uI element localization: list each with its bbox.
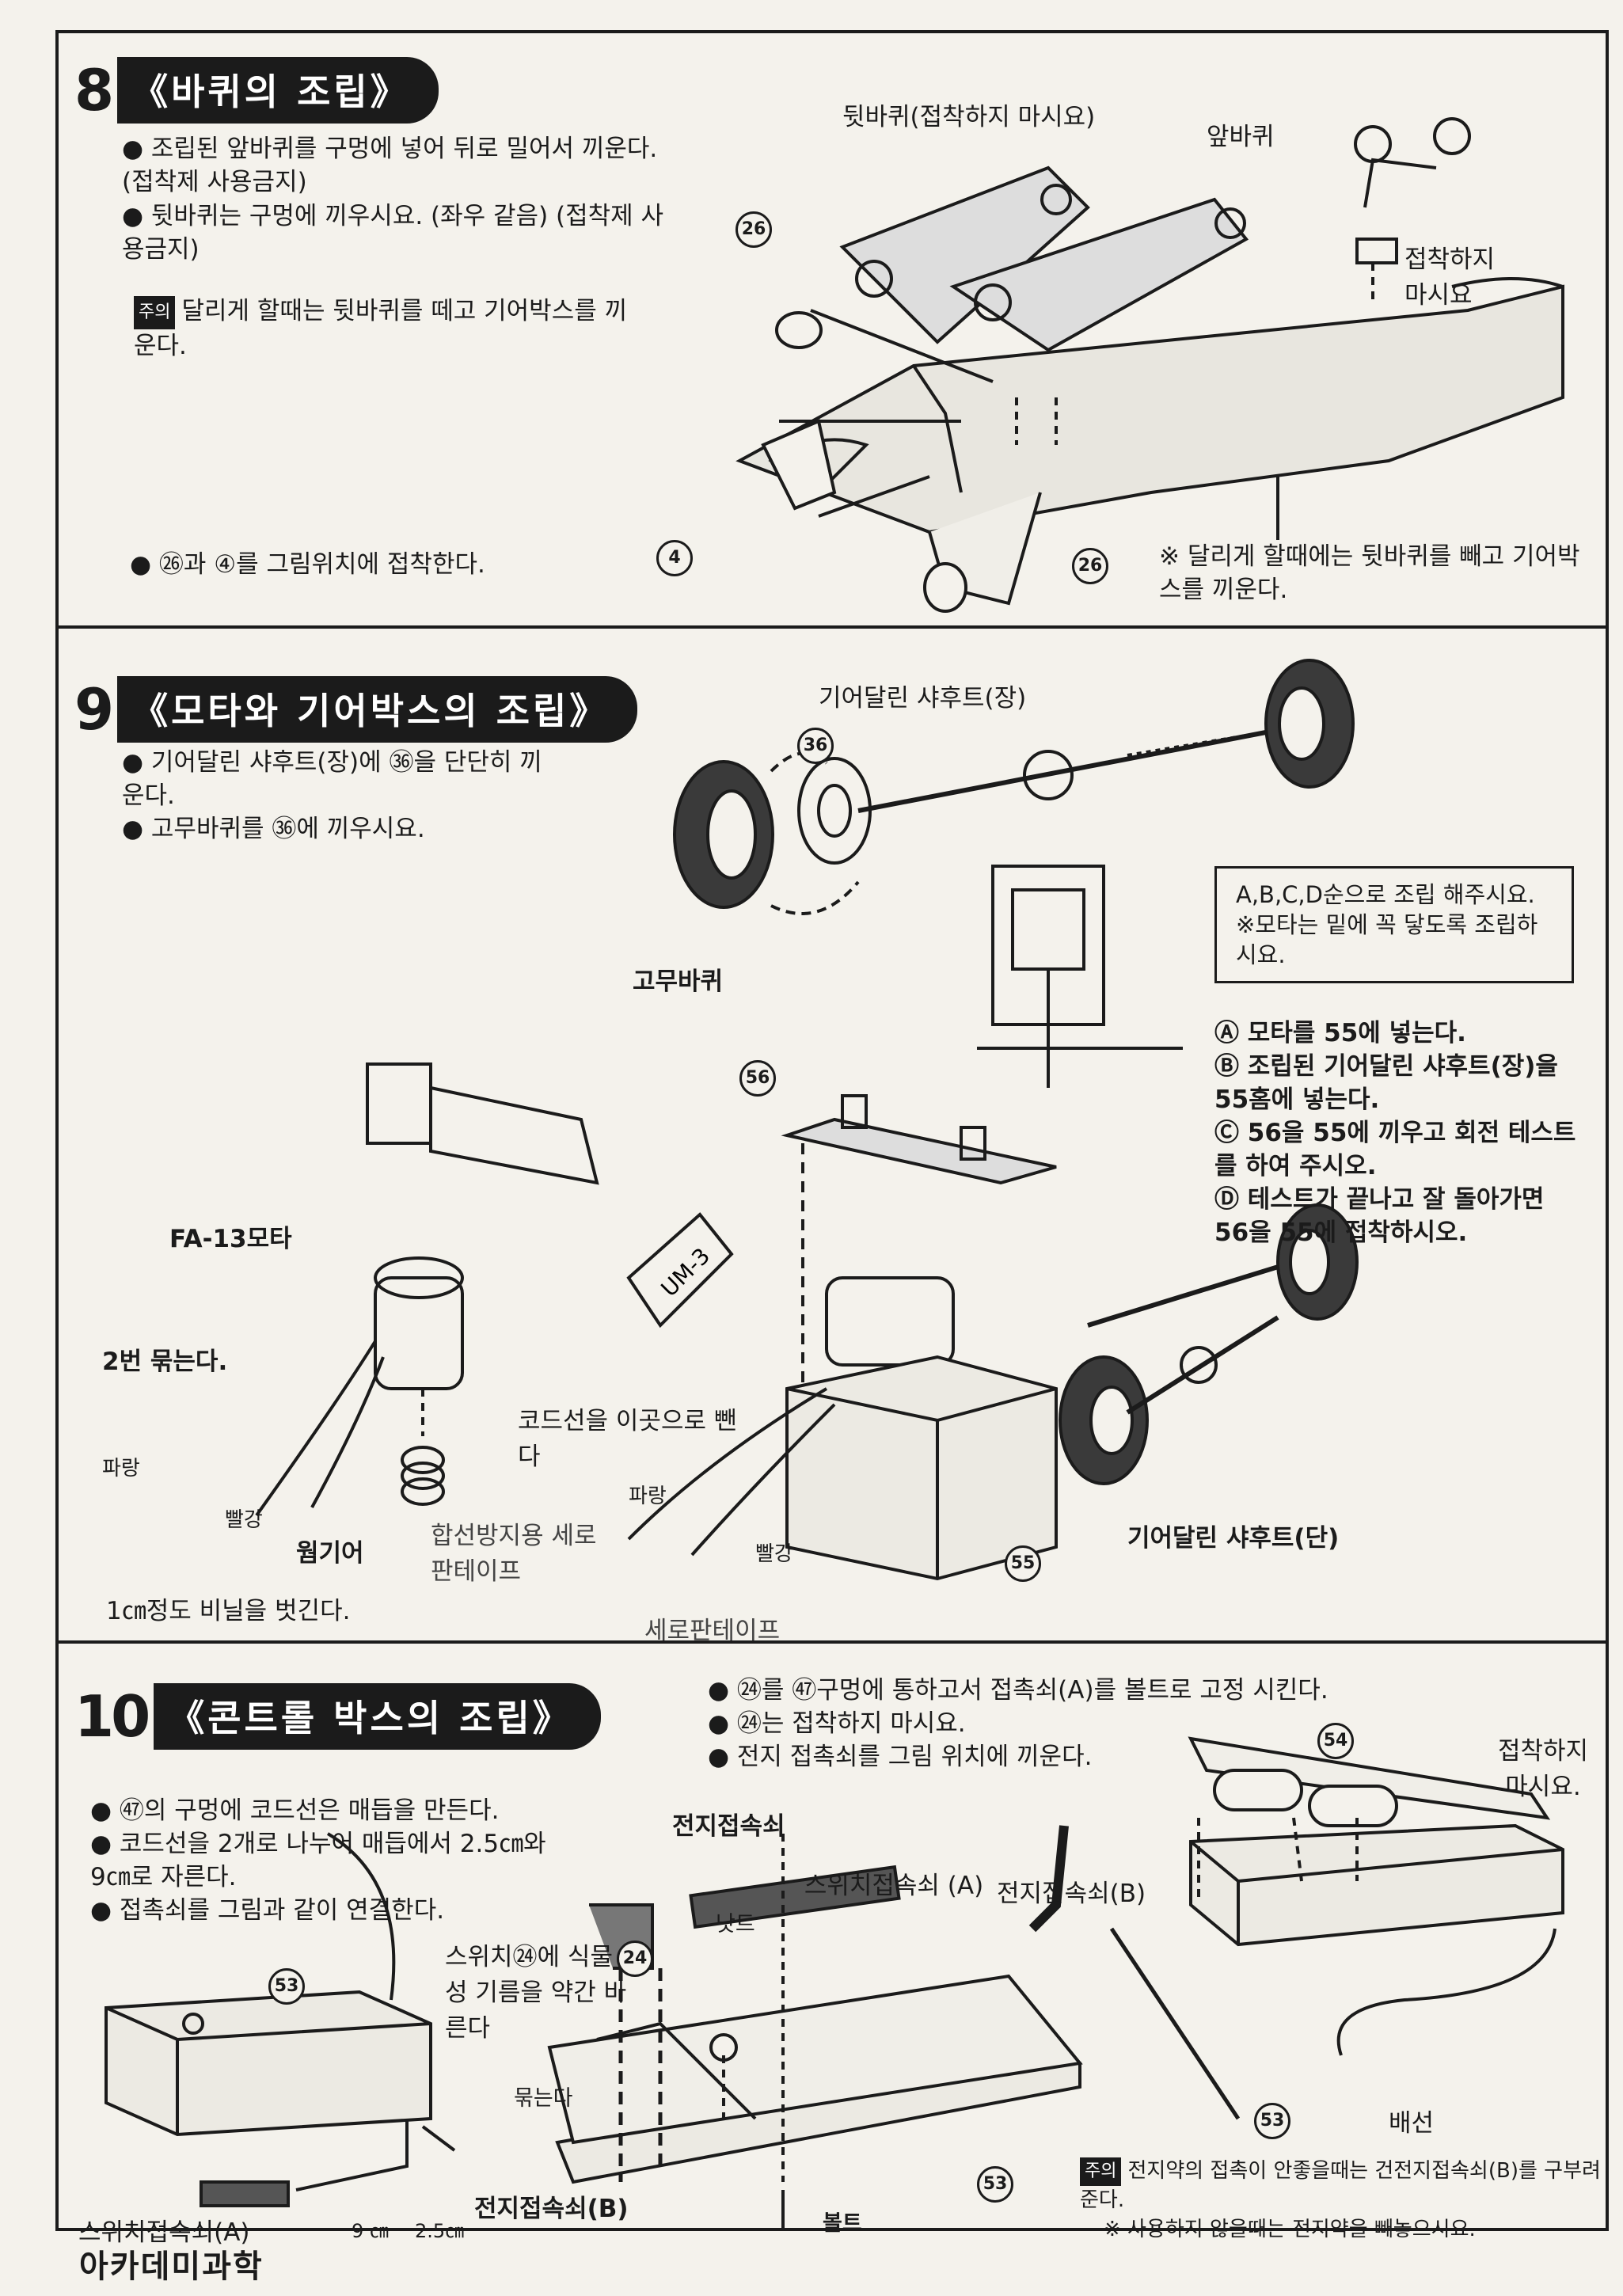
label-shaft-long: 기어달린 샤후트(장): [819, 684, 1027, 713]
label-switch-contact-a-2: 스위치접속쇠(A): [78, 2218, 250, 2247]
label-bolt: 볼트: [823, 2211, 862, 2236]
instruction-text: 뒷바퀴는 구멍에 끼우시요. (좌우 같음) (접착제 사용금지): [122, 200, 676, 266]
part-number-4: 4: [656, 540, 693, 576]
label-battery-contact-b-2: 전지접속쇠(B): [474, 2195, 629, 2223]
label-tie-twice: 2번 묶는다.: [102, 1348, 228, 1376]
caution-badge: 주의: [134, 295, 176, 329]
step-a: Ⓐ 모타를 55에 넣는다.: [1214, 1019, 1466, 1047]
control-box-illustration: [105, 1736, 1564, 2229]
instruction-sheet: 8 《바퀴의 조립》 조립된 앞바퀴를 구멍에 넣어 뒤로 밀어서 끼운다. (…: [55, 30, 1609, 2247]
part-number-56: 56: [739, 1060, 776, 1097]
instruction-text: 고무바퀴를 ㊱에 끼우시요.: [122, 812, 565, 846]
section-8-heading: 8 《바퀴의 조립》: [74, 57, 439, 124]
step-title: 《콘트롤 박스의 조립》: [154, 1683, 601, 1750]
label-rear-wheel: 뒷바퀴(접착하지 마시요): [842, 103, 1096, 131]
label-switch-contact-a: 스위치접속쇠 (A): [804, 1872, 984, 1900]
motor-gearbox-illustration: UM-3: [255, 659, 1359, 1581]
instruction-text: 코드선을 2개로 나누어 매듭에서 2.5㎝와 9㎝로 자른다.: [90, 1827, 565, 1894]
wheel-assembly-illustration: [735, 117, 1564, 613]
label-red-wire: 빨강: [225, 1508, 263, 1532]
section-divider: [59, 1640, 1606, 1644]
section-9-heading: 9 《모타와 기어박스의 조립》: [74, 676, 638, 743]
label-cord-exit: 코드선을 이곳으로 뺀다: [518, 1407, 737, 1471]
label-no-glue: 접착하지 마시요.: [1497, 1737, 1589, 1801]
part-number-54: 54: [1317, 1723, 1354, 1759]
step-number: 10: [74, 1683, 150, 1750]
label-grease-switch: 스위치㉔에 식물성 기름을 약간 바른다: [445, 1943, 627, 2043]
label-strip-insulation: 1㎝정도 비닐을 벗긴다.: [106, 1597, 351, 1625]
label-front-wheel: 앞바퀴: [1207, 123, 1275, 151]
label-9cm: 9 ㎝: [352, 2220, 389, 2242]
label-rubber-wheel: 고무바퀴: [633, 967, 724, 996]
part-number-36: 36: [797, 728, 834, 764]
step-d: Ⓓ 테스트가 끝나고 잘 돌아가면 56을 55에 접착하시오.: [1214, 1185, 1545, 1247]
instruction-text: 기어달린 샤후트(장)에 ㊱을 단단히 끼운다.: [122, 746, 549, 812]
step-number: 8: [74, 57, 114, 124]
caution-text: 전지약의 접촉이 안좋을때는 건전지접속쇠(B)를 구부려 준다.: [1080, 2159, 1601, 2212]
assembly-order-note: A,B,C,D순으로 조립 해주시요. ※모타는 밑에 꼭 닿도록 조립하시요.: [1214, 866, 1574, 983]
part-number-53: 53: [977, 2166, 1013, 2203]
instruction-text: 전지 접촉쇠를 그림 위치에 끼운다.: [708, 1740, 1309, 1773]
instruction-text: 조립된 앞바퀴를 구멍에 넣어 뒤로 밀어서 끼운다. (접착제 사용금지): [122, 132, 676, 199]
part-number-24: 24: [617, 1941, 653, 1977]
instruction-text: ㉖과 ④를 그림위치에 접착한다.: [130, 548, 668, 581]
part-number-53: 53: [268, 1968, 305, 2005]
section-divider: [59, 625, 1606, 629]
instruction-text: ㉔는 접착하지 마시요.: [708, 1707, 1262, 1740]
label-battery-contact-b: 전지접속쇠(B): [997, 1880, 1146, 1908]
step-number: 9: [74, 676, 114, 743]
caution-note-2: ※ 사용하지 않을때는 전지약을 빼놓으시요.: [1104, 2218, 1476, 2241]
part-number-55: 55: [1005, 1545, 1041, 1582]
label-short-circuit-tape: 합선방지용 세로판테이프: [431, 1522, 597, 1586]
step-title: 《바퀴의 조립》: [117, 57, 439, 124]
section-9: 9 《모타와 기어박스의 조립》 기어달린 샤후트(장)에 ㊱을 단단히 끼운다…: [59, 629, 1606, 1645]
caution-text: 달리게 할때는 뒷바퀴를 떼고 기어박스를 끼운다.: [134, 297, 628, 360]
label-nut: 낫트: [716, 1912, 755, 1937]
label-blue-wire: 파랑: [102, 1457, 140, 1481]
step-c: Ⓒ 56을 55에 끼우고 회전 테스트를 하여 주시오.: [1214, 1119, 1576, 1180]
part-number-53: 53: [1254, 2103, 1290, 2139]
label-worm-gear: 웜기어: [296, 1539, 364, 1568]
instruction-text: ㉔를 ㊼구멍에 통하고서 접촉쇠(A)를 볼트로 고정 시킨다.: [708, 1674, 1594, 1707]
label-shaft-short: 기어달린 샤후트(단): [1127, 1524, 1340, 1553]
footnote-text: ※ 달리게 할때에는 뒷바퀴를 빼고 기어박스를 끼운다.: [1159, 542, 1580, 604]
label-red-wire-2: 빨강: [755, 1542, 793, 1566]
label-2-5cm: 2.5㎝: [415, 2220, 465, 2242]
label-wiring: 배선: [1389, 2109, 1435, 2138]
section-10: 10 《콘트롤 박스의 조립》 ㉔를 ㊼구멍에 통하고서 접촉쇠(A)를 볼트로…: [59, 1644, 1606, 2247]
part-number-26: 26: [735, 211, 772, 248]
section-10-heading: 10 《콘트롤 박스의 조립》: [74, 1683, 601, 1750]
label-tie: 묶는다: [514, 2086, 573, 2111]
section-8: 8 《바퀴의 조립》 조립된 앞바퀴를 구멍에 넣어 뒤로 밀어서 끼운다. (…: [59, 33, 1606, 627]
part-number-26: 26: [1072, 548, 1108, 584]
step-b: Ⓑ 조립된 기어달린 샤후트(장)을 55홈에 넣는다.: [1214, 1052, 1558, 1114]
label-no-glue: 접착하지 마시요: [1404, 245, 1496, 310]
brand-logo: 아카데미과학: [79, 2248, 264, 2285]
step-title: 《모타와 기어박스의 조립》: [117, 676, 638, 743]
label-blue-wire-2: 파랑: [629, 1484, 667, 1508]
label-battery-contact: 전지접속쇠: [672, 1812, 785, 1841]
label-motor: FA-13모타: [169, 1225, 292, 1253]
instruction-text: ㊼의 구멍에 코드선은 매듭을 만든다.: [90, 1794, 597, 1827]
caution-badge: 주의: [1080, 2157, 1122, 2186]
